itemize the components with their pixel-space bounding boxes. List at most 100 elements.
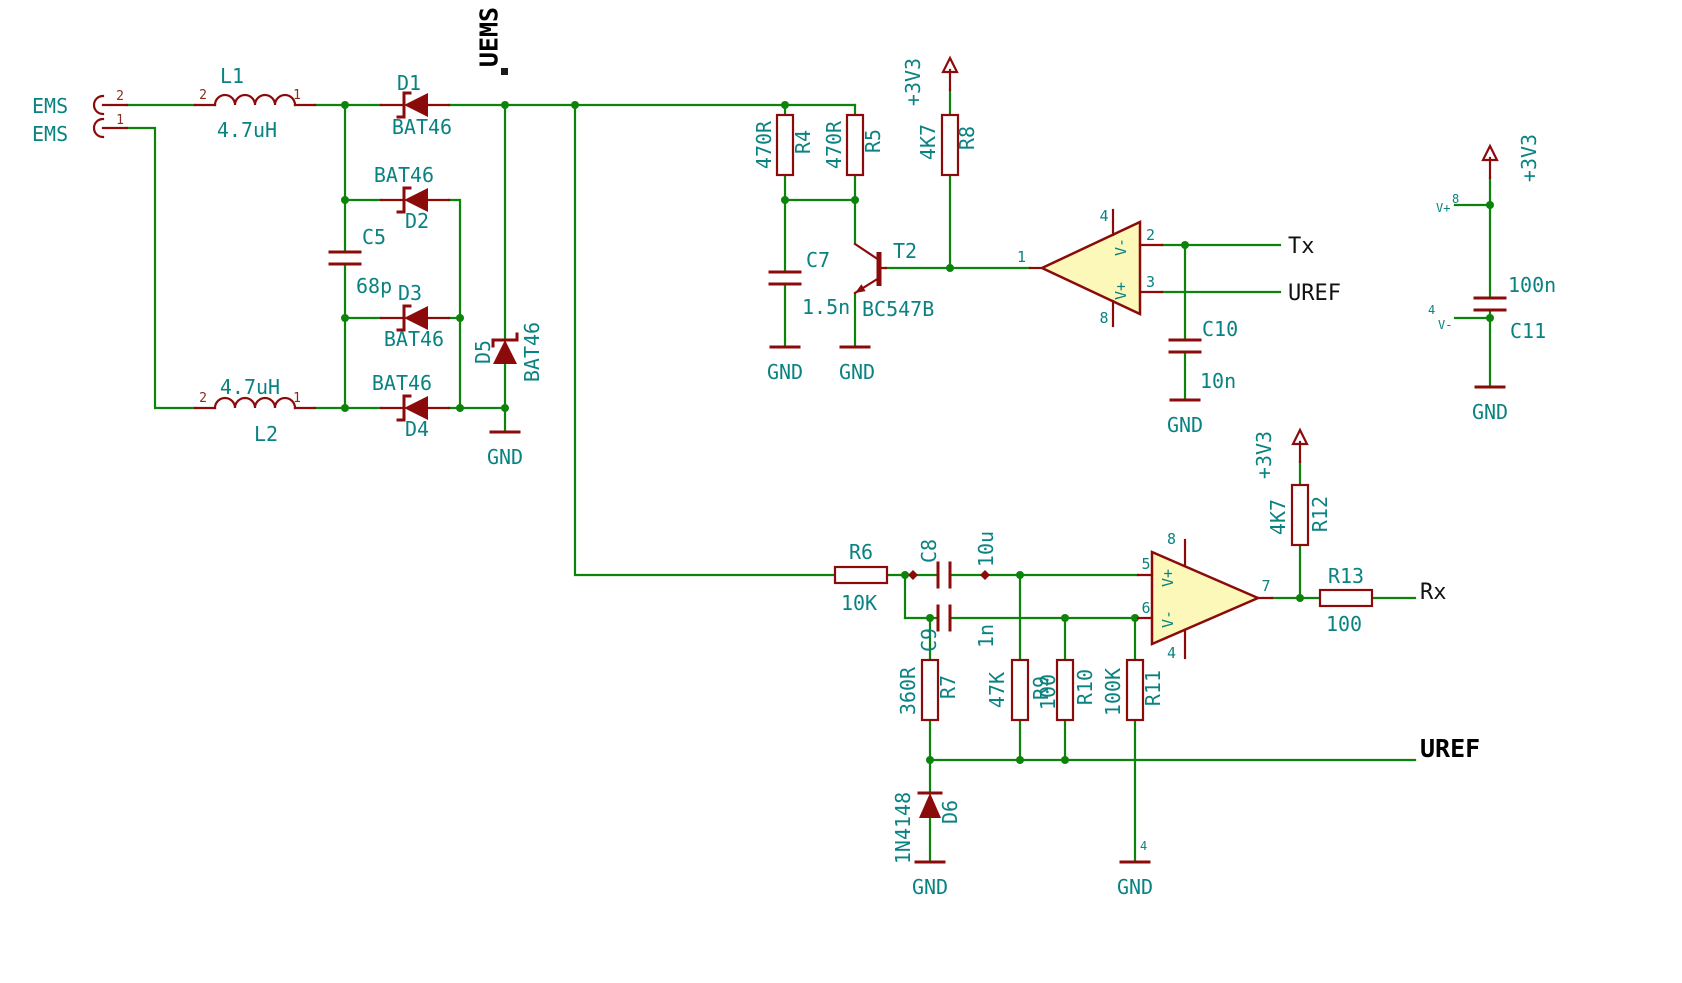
opamp-a-pin-2: 2 — [1146, 226, 1155, 244]
pwr-pin-vminus: V- — [1438, 318, 1452, 332]
connector-pin-2: 2 — [116, 89, 124, 104]
opamp-a-minus-label: V- — [1112, 238, 1130, 256]
inductor-L2: 4.7uH L2 2 1 — [193, 375, 317, 446]
diode-D5: D5 BAT46 — [471, 322, 544, 382]
c9-ref: C9 — [917, 628, 941, 652]
d1-ref: D1 — [397, 71, 421, 95]
pwr-pin-vplus: V+ — [1436, 201, 1450, 215]
transistor-T2: T2 BC547B — [853, 239, 934, 321]
opamp-b-pin-4: 4 — [1167, 644, 1176, 662]
r11-ref: R11 — [1141, 670, 1165, 706]
opamp-a-pin-1: 1 — [1017, 248, 1026, 266]
c8-value: 10u — [974, 531, 998, 567]
gnd-d5: GND — [487, 430, 523, 469]
capacitor-C10: C10 10n — [1168, 317, 1238, 393]
gnd-c11: GND — [1472, 385, 1508, 424]
r8-value: 4K7 — [916, 124, 940, 160]
inductor-L1: L1 4.7uH 2 1 — [193, 64, 317, 142]
d6-ref: D6 — [938, 800, 962, 824]
capacitor-C7: C7 1.5n — [768, 248, 850, 319]
l2-pin-left: 2 — [199, 391, 207, 406]
l1-pin-right: 1 — [293, 88, 301, 103]
c11-value: 100n — [1508, 273, 1556, 297]
r6-ref: R6 — [849, 540, 873, 564]
resistor-R13: R13 100 — [1318, 564, 1374, 636]
r9-ref: R9 — [1029, 676, 1053, 700]
power-3v3-label: +3V3 — [901, 58, 925, 106]
r5-value: 470R — [822, 120, 846, 169]
gnd-label: GND — [487, 445, 523, 469]
c5-value: 68p — [356, 274, 392, 298]
wires — [125, 88, 1492, 864]
c5-ref: C5 — [362, 225, 386, 249]
c10-value: 10n — [1200, 369, 1236, 393]
gnd-label: GND — [1117, 875, 1153, 899]
opamp-b-minus-label: V- — [1159, 610, 1177, 628]
r11-value: 100K — [1101, 668, 1125, 716]
capacitor-C11: 100n C11 — [1473, 273, 1556, 343]
l1-pin-left: 2 — [199, 88, 207, 103]
r6-value: 10K — [841, 591, 877, 615]
d6-value: 1N4148 — [891, 792, 915, 864]
gnd-label: GND — [1472, 400, 1508, 424]
r12-value: 4K7 — [1266, 499, 1290, 535]
opamp-a-plus-label: V+ — [1112, 282, 1130, 300]
gnd-label: GND — [767, 360, 803, 384]
power-flag-3v3-r8: +3V3 — [901, 55, 959, 106]
connector-pin-1: 1 — [116, 113, 124, 128]
r13-value: 100 — [1326, 612, 1362, 636]
capacitor-C5: C5 68p — [328, 225, 392, 298]
d4-ref: D4 — [405, 417, 429, 441]
l2-pin-right: 1 — [293, 391, 301, 406]
power-flag-3v3-c11: +3V3 V+ 8 4 V- — [1428, 134, 1541, 332]
l1-value: 4.7uH — [217, 118, 277, 142]
pwr-pin-4: 4 — [1428, 303, 1435, 317]
resistor-R8: 4K7 R8 — [916, 113, 979, 177]
diode-D1: D1 BAT46 — [379, 71, 452, 139]
opamp-a-pin-8: 8 — [1099, 309, 1108, 327]
r12-ref: R12 — [1308, 496, 1332, 532]
gnd-r11: GND 4 — [1117, 839, 1153, 899]
r9-value: 47K — [985, 672, 1009, 708]
d3-value: BAT46 — [384, 327, 444, 351]
d2-ref: D2 — [405, 209, 429, 233]
opamp-b-pin-7: 7 — [1261, 577, 1270, 595]
junction-dots — [341, 101, 1494, 764]
power-flag-3v3-r12: +3V3 — [1252, 427, 1309, 479]
gnd-c10: GND — [1167, 398, 1203, 437]
resistor-R5: 470R R5 — [822, 113, 885, 177]
connector-name-top: EMS — [32, 94, 68, 118]
d1-value: BAT46 — [392, 115, 452, 139]
resistor-R6: R6 10K — [833, 540, 889, 615]
l2-value: 4.7uH — [220, 375, 280, 399]
r4-ref: R4 — [791, 130, 815, 154]
net-label-uems: UEMS — [475, 7, 508, 75]
opamp-a: 1 2 3 4 8 V- V+ — [1017, 207, 1164, 328]
gnd-label: GND — [839, 360, 875, 384]
d3-ref: D3 — [398, 281, 422, 305]
diode-D4: BAT46 D4 — [372, 371, 451, 441]
uref-bottom-label: UREF — [1420, 734, 1480, 763]
pwr-pin-8: 8 — [1452, 192, 1459, 206]
connector-name-bottom: EMS — [32, 122, 68, 146]
opamp-b: 5 6 7 8 4 V+ V- — [1136, 530, 1274, 662]
c7-ref: C7 — [806, 248, 830, 272]
resistor-R4: 470R R4 — [752, 113, 815, 177]
opamp-b-pin-8: 8 — [1167, 530, 1176, 548]
gnd-label: GND — [912, 875, 948, 899]
opamp-b-pin-6: 6 — [1141, 599, 1150, 617]
c11-ref: C11 — [1510, 319, 1546, 343]
diode-D6: 1N4148 D6 — [891, 791, 962, 864]
opamp-a-pin-3: 3 — [1146, 273, 1155, 291]
d2-value: BAT46 — [374, 163, 434, 187]
r4-value: 470R — [752, 120, 776, 169]
opamp-b-plus-label: V+ — [1159, 569, 1177, 587]
diode-D3: D3 BAT46 — [379, 281, 451, 351]
diode-D2: BAT46 D2 — [374, 163, 451, 233]
d4-value: BAT46 — [372, 371, 432, 395]
r10-ref: R10 — [1073, 669, 1097, 705]
resistor-R12: 4K7 R12 — [1266, 483, 1332, 547]
r13-ref: R13 — [1328, 564, 1364, 588]
c7-value: 1.5n — [802, 295, 850, 319]
